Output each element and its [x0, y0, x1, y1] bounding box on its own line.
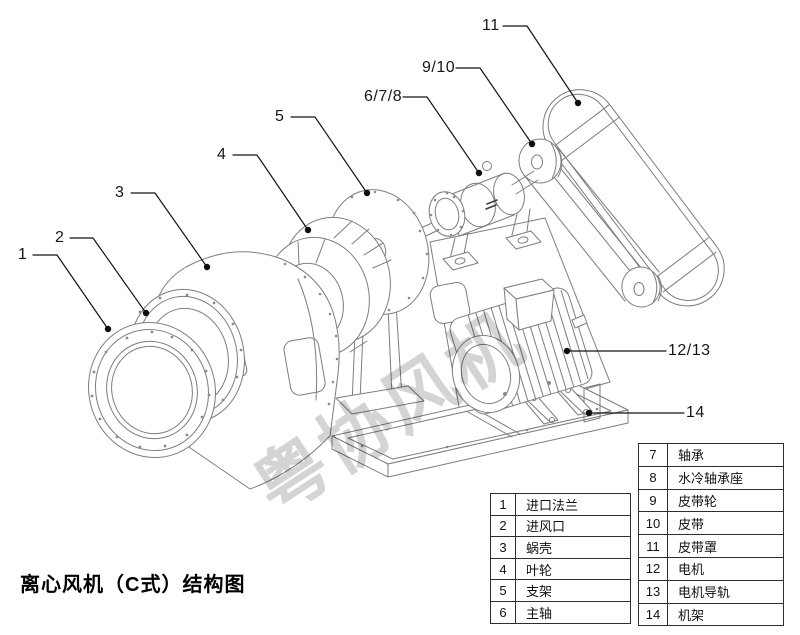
- callout-label-2: 2: [55, 229, 65, 246]
- part-number: 6: [490, 600, 516, 624]
- part-name: 轴承: [667, 443, 784, 467]
- callout-label-3: 3: [115, 184, 125, 201]
- part-number: 7: [638, 443, 668, 467]
- callout-label-11: 11: [482, 17, 500, 34]
- part-name: 皮带罩: [667, 534, 784, 558]
- inlet-flange-drawing: [88, 321, 216, 459]
- part-number: 2: [490, 514, 516, 538]
- part-name: 水冷轴承座: [667, 465, 784, 490]
- callout-label-1: 1: [18, 246, 28, 263]
- pulley-drawing: [518, 138, 662, 308]
- part-name: 皮带轮: [667, 488, 784, 513]
- part-number: 12: [638, 556, 668, 581]
- part-number: 1: [490, 493, 516, 516]
- callout-label-5: 5: [275, 108, 285, 125]
- callout-leader-lines: [32, 25, 685, 417]
- callout-label-6-7-8: 6/7/8: [364, 88, 403, 105]
- part-name: 支架: [515, 579, 631, 602]
- part-name: 机架: [667, 602, 784, 627]
- part-name: 电机导轨: [667, 579, 784, 604]
- callout-label-14: 14: [686, 404, 705, 421]
- base-frame-drawing: [331, 381, 629, 478]
- part-name: 主轴: [515, 600, 631, 624]
- part-number: 8: [638, 465, 668, 490]
- part-number: 3: [490, 536, 516, 559]
- callout-label-9-10: 9/10: [422, 59, 456, 76]
- part-name: 皮带: [667, 511, 784, 536]
- part-name: 进口法兰: [515, 493, 631, 516]
- part-name: 蜗壳: [515, 536, 631, 559]
- part-number: 10: [638, 511, 668, 536]
- belt-drawing: [523, 146, 660, 302]
- part-number: 13: [638, 579, 668, 604]
- part-number: 9: [638, 488, 668, 513]
- motor-drawing: [449, 278, 593, 415]
- part-number: 5: [490, 579, 516, 602]
- part-name: 进风口: [515, 514, 631, 538]
- part-name: 叶轮: [515, 557, 631, 581]
- part-number: 11: [638, 534, 668, 558]
- part-number: 4: [490, 557, 516, 581]
- belt-cover-drawing: [542, 89, 725, 307]
- callout-label-4: 4: [217, 146, 227, 163]
- part-number: 14: [638, 602, 668, 627]
- callout-label-12-13: 12/13: [668, 342, 711, 359]
- part-name: 电机: [667, 556, 784, 581]
- page-title: 离心风机（C式）结构图: [20, 574, 246, 596]
